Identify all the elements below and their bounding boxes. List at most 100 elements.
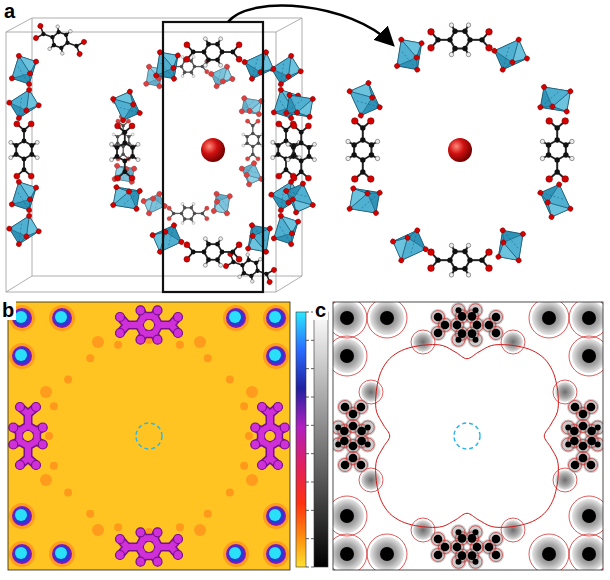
atom-core (582, 547, 596, 561)
carbon-atom (435, 257, 440, 262)
oxygen-atom (223, 210, 230, 217)
oxygen-atom (499, 227, 506, 234)
oxygen-atom (16, 53, 23, 60)
grey-map (333, 302, 603, 570)
atom-core (468, 534, 477, 543)
pore-ring (103, 37, 323, 267)
octahedron-face (23, 188, 43, 210)
oxygen-atom (23, 107, 30, 114)
field-spot (92, 336, 104, 348)
carbon-atom (183, 70, 187, 74)
oxygen-atom (130, 101, 137, 108)
oxygen-atom (515, 36, 522, 43)
pore-center-marker (136, 423, 162, 449)
contour-line (529, 302, 569, 338)
grey-halo (572, 499, 603, 533)
atom-core (340, 547, 354, 561)
field-spot (240, 462, 248, 470)
atom-core (492, 313, 501, 322)
carbon-atom (74, 43, 80, 49)
oxygen-atom (170, 64, 177, 71)
atom-core (349, 454, 358, 463)
oxygen-atom (184, 256, 190, 262)
carbon-atom (130, 154, 135, 159)
field-spot (50, 462, 58, 470)
octahedron-face (9, 85, 34, 110)
oxygen-atom (149, 232, 156, 239)
metal-octahedron (103, 175, 150, 221)
oxygen-atom (365, 80, 372, 87)
carbon-atom (116, 141, 120, 145)
oxygen-atom (14, 173, 20, 179)
guest-atom (448, 138, 472, 162)
oxygen-atom (413, 54, 420, 61)
carbon-atom (452, 266, 457, 271)
grey-halo (361, 470, 381, 490)
field-spot (64, 376, 72, 384)
metal-octahedron (144, 42, 190, 89)
carbon-atom (299, 141, 304, 146)
octahedron-face (19, 226, 39, 248)
carbon-atom (240, 262, 246, 268)
hydrogen-atom (237, 274, 242, 279)
field-spot (49, 541, 75, 567)
atom-core (473, 307, 479, 313)
hydrogen-atom (112, 133, 115, 136)
field-spot (246, 474, 258, 486)
map-background (8, 302, 290, 570)
linker-density (251, 403, 289, 470)
field-spot (223, 541, 249, 567)
oxygen-atom (352, 118, 359, 125)
octahedron-body (147, 46, 186, 86)
oxygen-atom (288, 115, 295, 122)
grey-halo (413, 332, 433, 352)
oxygen-atom (537, 189, 544, 196)
carbon-atom (307, 145, 312, 150)
octahedron-body (237, 92, 266, 121)
atom-density (116, 329, 125, 338)
oxygen-atom (129, 175, 135, 181)
octahedron-body (147, 219, 186, 259)
metal-octahedron (339, 74, 391, 126)
carbon-atom (202, 50, 207, 55)
oxygen-atom (266, 279, 273, 286)
bdc-linker (112, 119, 134, 161)
carbon-atom (189, 217, 193, 221)
octahedron-edge (165, 225, 178, 245)
octahedron-body (267, 211, 304, 249)
colorbar-tick (306, 482, 309, 483)
carbon-atom (546, 152, 551, 157)
octahedron-body (107, 178, 147, 217)
carbon-atom (22, 157, 27, 162)
contour-line (569, 302, 603, 338)
carbon-atom (257, 141, 261, 145)
linker-density (9, 403, 47, 470)
carbon-atom (59, 45, 65, 51)
metal-octahedron (106, 156, 142, 192)
oxygen-atom (210, 207, 217, 214)
carbon-atom (435, 37, 440, 42)
oxygen-atom (299, 180, 306, 187)
oxygen-atom (270, 65, 277, 72)
atom-core (579, 442, 588, 451)
unit-cell (6, 18, 302, 292)
pore-ring (339, 23, 582, 277)
carbon-atom (14, 143, 19, 148)
octahedron-body (107, 86, 147, 125)
atom-peak (266, 308, 286, 328)
hydrogen-atom (203, 63, 207, 67)
metal-octahedron (204, 58, 240, 94)
hydrogen-atom (346, 139, 350, 143)
oxygen-atom (515, 257, 522, 264)
hydrogen-atom (9, 156, 13, 160)
oxygen-atom (33, 184, 40, 191)
hydrogen-atom (203, 237, 207, 241)
octahedron-face (285, 222, 305, 244)
carbon-atom (172, 212, 176, 216)
oxygen-atom (205, 70, 209, 74)
field-spot (263, 305, 289, 331)
atom-core (579, 422, 588, 431)
hydrogen-atom (449, 273, 453, 277)
metal-octahedron (384, 29, 436, 81)
octahedron-body (5, 51, 42, 89)
